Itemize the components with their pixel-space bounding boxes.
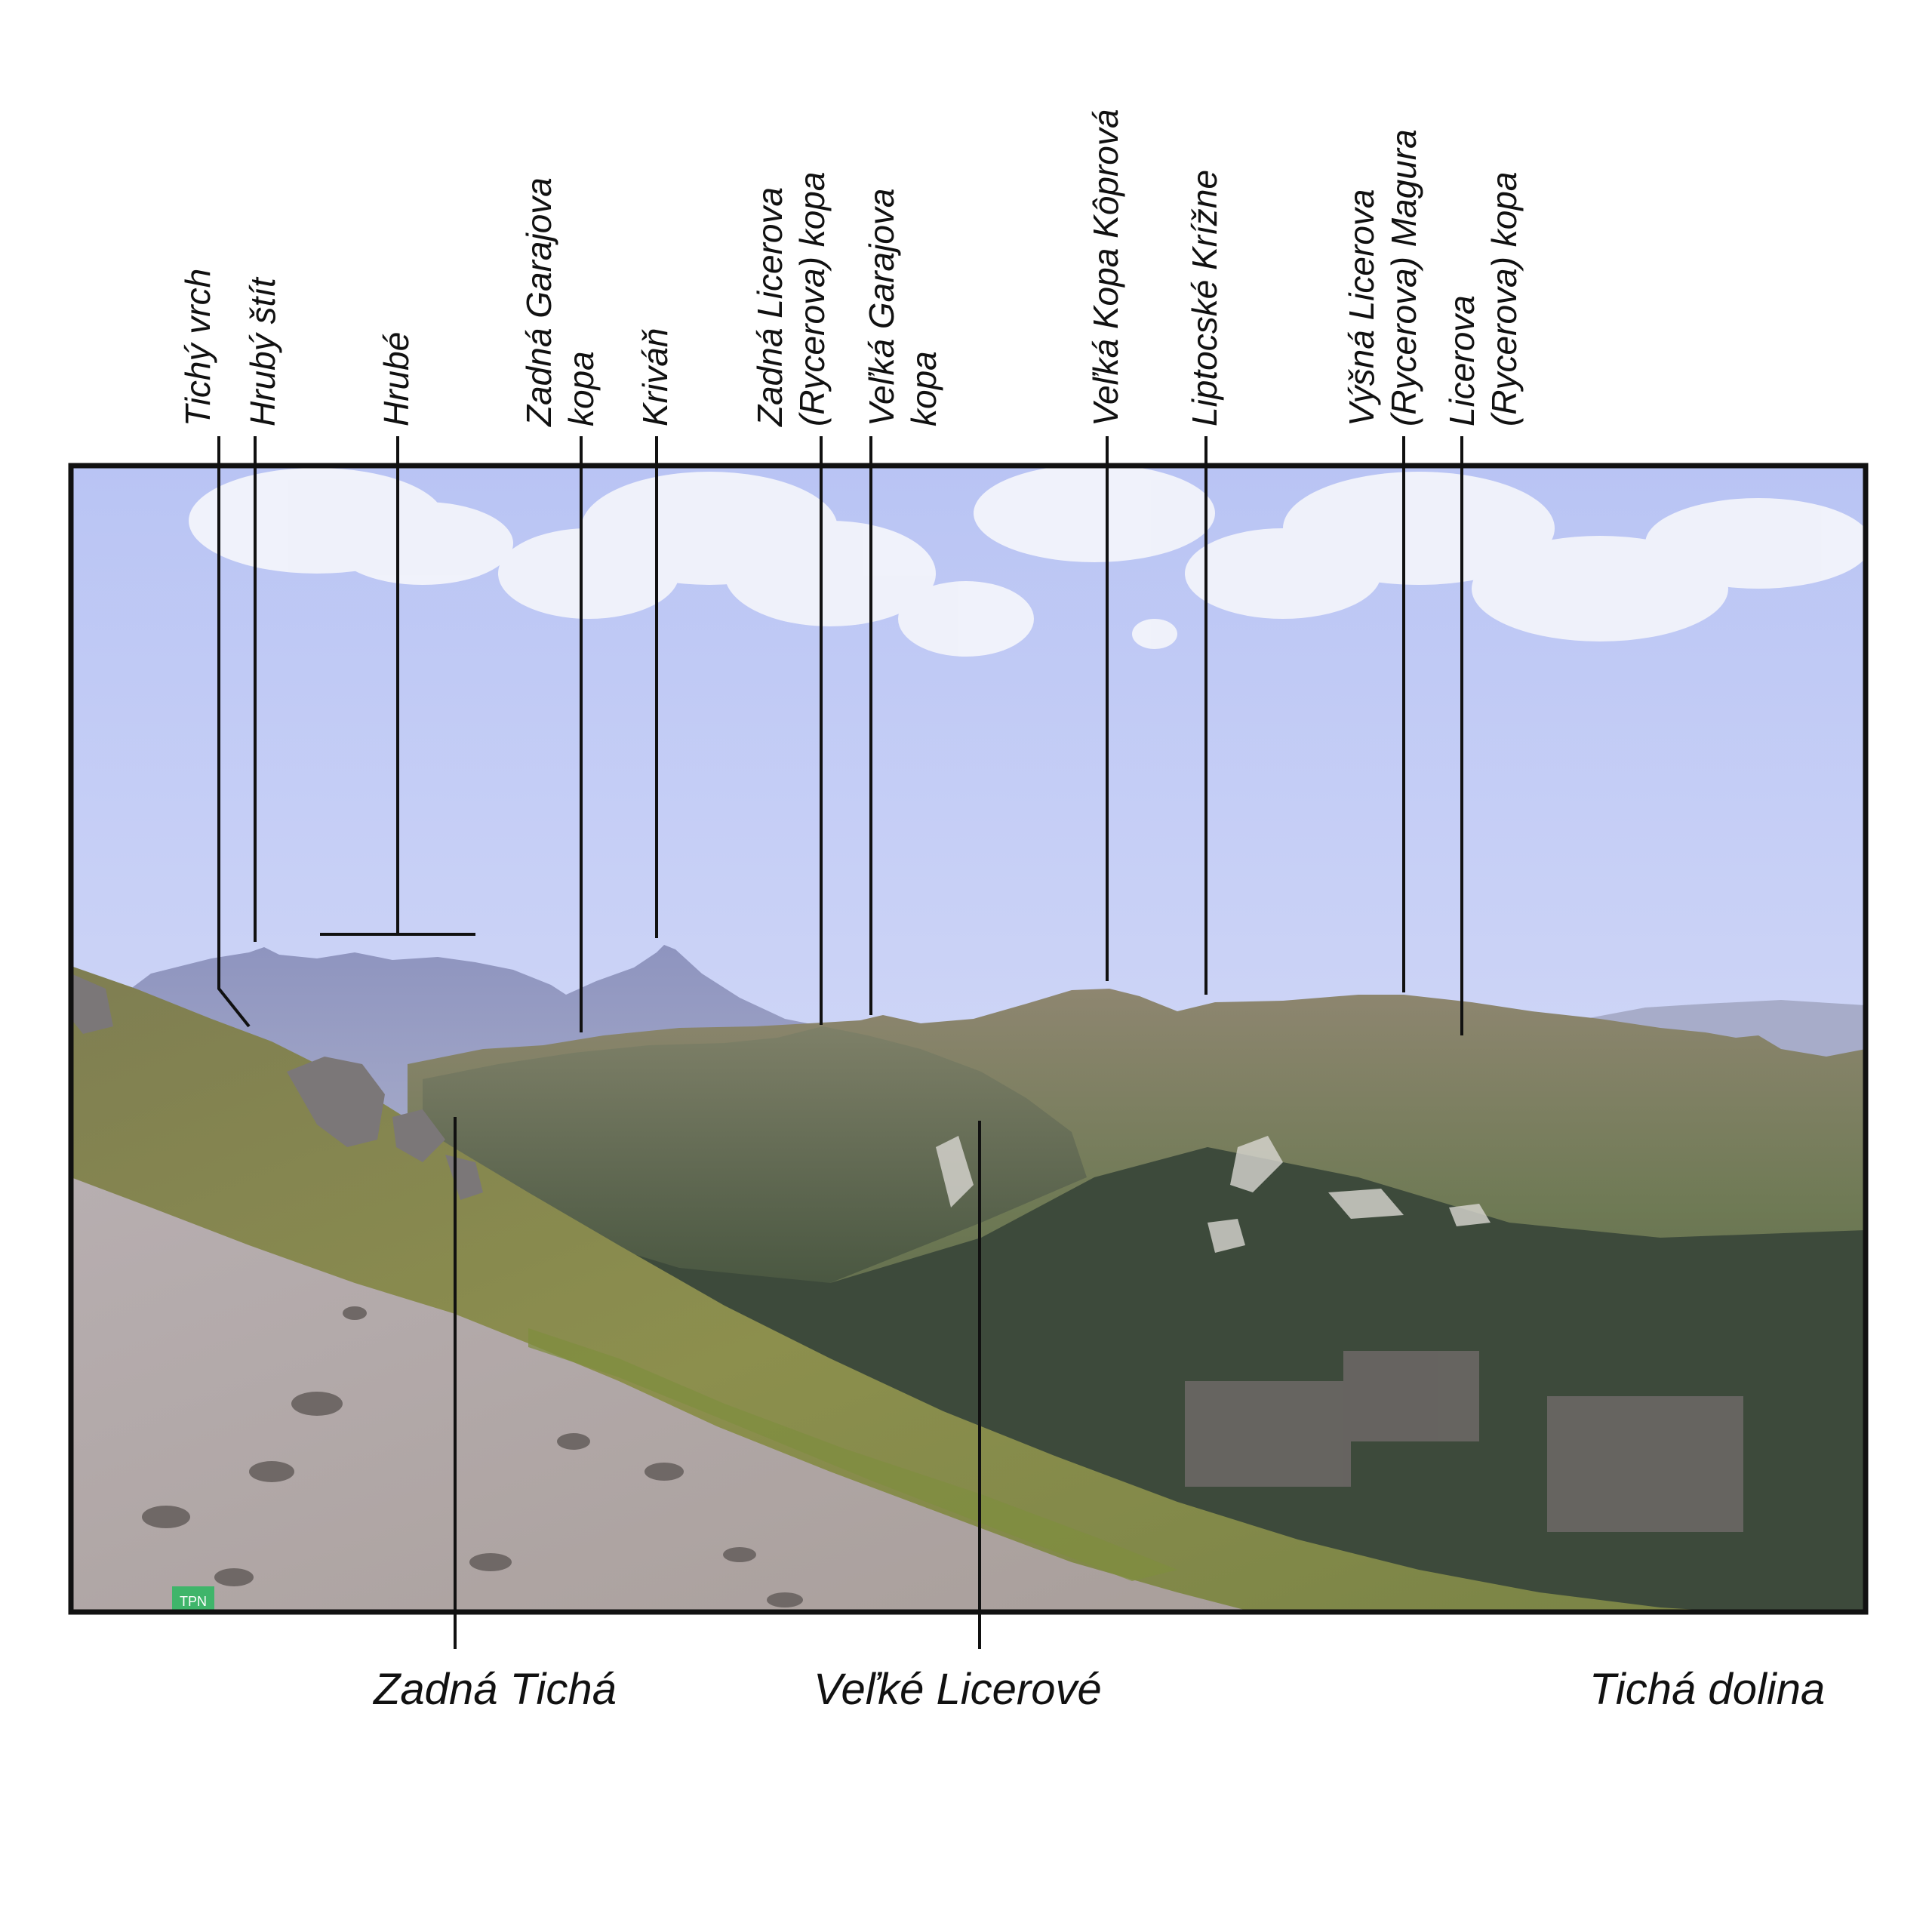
peak-label-vysna-licerova-magura-line2: (Rycerova) Magura: [1384, 129, 1423, 426]
peak-label-zadna-garajova-kopa-line2: kopa: [561, 351, 601, 426]
label-zadna-ticha: Zadná Tichá: [372, 1665, 617, 1714]
peak-label-velka-garajova-kopa-line1: Veľká Garajova: [862, 188, 901, 426]
peak-label-velka-kopa-koprova-text: Veľká Kopa Kôprová: [1086, 109, 1125, 426]
peak-label-krivan-text: Kriváň: [635, 328, 675, 426]
clouds: [189, 466, 1866, 657]
peak-label-zadna-licerova-kopa: Zadná Licerova (Rycerova) kopa: [750, 172, 832, 427]
dead-forest: [1185, 1351, 1743, 1532]
grass-tufts: [528, 1328, 1177, 1581]
peak-label-velka-kopa-koprova: Veľká Kopa Kôprová: [1086, 109, 1125, 426]
path-stones: [142, 1306, 803, 1607]
leader-lines: [217, 436, 1463, 1649]
peak-label-vysna-licerova-magura: Výšná Licerova (Rycerova) Magura: [1342, 129, 1423, 426]
peak-label-zadna-garajova-kopa: Zadná Garajova kopa: [519, 177, 601, 427]
peak-label-liptovske-krizne: Liptocské Krížne: [1185, 170, 1224, 426]
label-ticha-dolina: Tichá dolina: [1589, 1665, 1825, 1714]
peak-label-liptovske-krizne-text: Liptocské Krížne: [1185, 170, 1224, 426]
photo-frame: [68, 463, 1869, 1615]
peak-label-velka-garajova-kopa-line2: kopa: [904, 351, 943, 426]
peak-label-hrube: Hrubé: [377, 332, 416, 426]
peak-label-tichy-vrch-text: Tichý vrch: [178, 269, 217, 426]
label-velke-licerove: Veľké Licerové: [814, 1665, 1102, 1714]
peak-label-krivan: Kriváň: [635, 328, 675, 426]
peak-label-hruby-stit: Hrubý štít: [243, 276, 282, 426]
panorama-photo: TPN: [71, 466, 1866, 1612]
peak-label-hrube-text: Hrubé: [377, 332, 416, 426]
bottom-labels: Zadná Tichá Veľké Licerové Tichá dolina: [372, 1665, 1825, 1714]
peak-label-licerova-kopa-line2: (Rycerova) kopa: [1484, 172, 1524, 426]
trail-sign-text: TPN: [180, 1594, 207, 1609]
peak-label-tichy-vrch: Tichý vrch: [178, 269, 217, 426]
snow-patches: [936, 1136, 1491, 1253]
trail-sign: TPN: [172, 1586, 214, 1612]
peak-label-hruby-stit-text: Hrubý štít: [243, 276, 282, 426]
peak-label-zadna-garajova-kopa-line1: Zadná Garajova: [519, 177, 558, 427]
peak-label-licerova-kopa: Licerova (Rycerova) kopa: [1442, 172, 1524, 426]
peak-label-velka-garajova-kopa: Veľká Garajova kopa: [862, 188, 943, 426]
peak-label-vysna-licerova-magura-line1: Výšná Licerova: [1342, 189, 1381, 427]
rock-outcrop: [71, 974, 483, 1200]
peak-label-zadna-licerova-kopa-line1: Zadná Licerova: [750, 187, 789, 427]
gravel-path: [71, 1177, 1253, 1612]
peak-label-licerova-kopa-line1: Licerova: [1442, 295, 1481, 426]
peak-label-zadna-licerova-kopa-line2: (Rycerova) kopa: [792, 172, 832, 426]
leader-tichy-vrch: [217, 436, 251, 1028]
